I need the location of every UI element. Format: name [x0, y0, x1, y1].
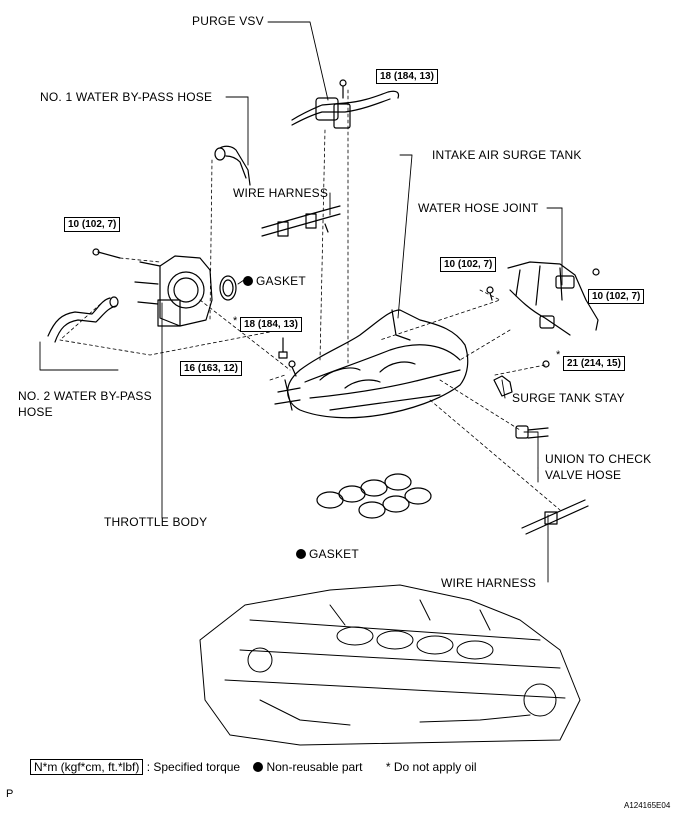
non-reusable-icon — [296, 549, 306, 559]
engine-block-drawing — [199, 584, 581, 746]
torque-stay-bolt: 21 (214, 15) — [563, 356, 625, 371]
assembly-dashed-lines — [59, 89, 561, 511]
water-bypass-hose-1-drawing — [214, 145, 251, 186]
legend-torque-unit: N*m (kgf*cm, ft.*lbf) — [30, 759, 144, 775]
label-union-check-valve-line1: UNION TO CHECK — [545, 452, 652, 466]
legend: N*m (kgf*cm, ft.*lbf) : Specified torque… — [30, 759, 477, 775]
label-water-bypass-hose-2-line1: NO. 2 WATER BY-PASS — [18, 389, 152, 403]
label-water-bypass-hose-2-line2: HOSE — [18, 405, 53, 419]
union-check-valve-hose-drawing — [515, 425, 549, 439]
surge-tank-stay-drawing — [493, 360, 550, 397]
label-purge-vsv: PURGE VSV — [192, 14, 264, 28]
label-water-bypass-hose-1: NO. 1 WATER BY-PASS HOSE — [40, 90, 213, 104]
label-wire-harness-bottom: WIRE HARNESS — [441, 576, 537, 590]
figure-code: A124165E04 — [624, 801, 671, 810]
torque-hose-joint-right: 10 (102, 7) — [588, 289, 645, 304]
purge-vsv-drawing — [291, 79, 400, 129]
leader-lines — [39, 21, 563, 583]
gasket-top-drawing — [219, 275, 237, 301]
label-gasket-top: GASKET — [243, 274, 306, 288]
legend-no-oil: * Do not apply oil — [385, 760, 477, 774]
label-gasket-bottom: GASKET — [296, 547, 359, 561]
water-bypass-hose-2-drawing — [47, 296, 119, 343]
tank-bolts — [278, 337, 297, 377]
torque-purge-bolt: 18 (184, 13) — [376, 69, 438, 84]
label-union-check-valve-line2: VALVE HOSE — [545, 468, 622, 482]
label-water-hose-joint: WATER HOSE JOINT — [418, 201, 539, 215]
torque-star-bolt-center: 18 (184, 13) — [240, 317, 302, 332]
wire-harness-top-drawing — [261, 205, 341, 237]
no-oil-mark: * — [233, 315, 238, 327]
label-wire-harness-top: WIRE HARNESS — [233, 186, 329, 200]
torque-throttle-bolt: 10 (102, 7) — [64, 217, 121, 232]
intake-gasket-drawing — [316, 473, 432, 519]
label-throttle-body: THROTTLE BODY — [104, 515, 208, 529]
label-intake-air-surge-tank: INTAKE AIR SURGE TANK — [432, 148, 582, 162]
non-reusable-icon — [253, 762, 264, 772]
legend-non-reusable: Non-reusable part — [266, 760, 363, 774]
label-surge-tank-stay: SURGE TANK STAY — [512, 391, 625, 405]
gasket-top-text: GASKET — [256, 274, 306, 288]
torque-hose-joint-left: 10 (102, 7) — [440, 257, 497, 272]
non-reusable-icon — [243, 276, 253, 286]
throttle-body-drawing — [92, 248, 213, 327]
intake-surge-tank-drawing — [274, 309, 469, 419]
no-oil-mark: * — [556, 349, 561, 361]
page-letter: P — [6, 788, 14, 800]
legend-torque-text: : Specified torque — [146, 760, 241, 774]
torque-manifold-bolt: 16 (163, 12) — [180, 361, 242, 376]
gasket-bottom-text: GASKET — [309, 547, 359, 561]
water-hose-joint-drawing — [486, 261, 600, 336]
wire-harness-bottom-drawing — [521, 499, 589, 535]
